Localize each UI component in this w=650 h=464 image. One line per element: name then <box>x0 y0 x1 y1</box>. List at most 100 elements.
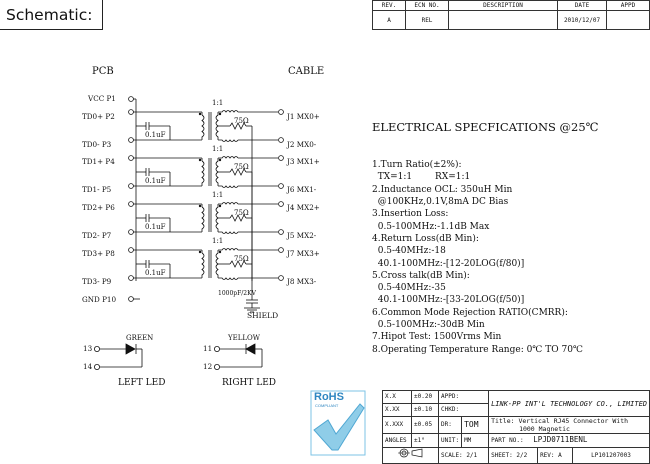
doc-number: LP101207003 <box>572 447 650 464</box>
description-header: DESCRIPTION <box>448 0 558 11</box>
pin-label-j4: J4 MX2+ <box>287 203 320 212</box>
rev-label: REV: <box>540 451 555 459</box>
right-pin-circle <box>278 137 284 143</box>
tol-x-val: ±0.20 <box>411 390 439 404</box>
secondary-coil <box>215 112 219 140</box>
tol-xx: X.XX <box>382 403 412 417</box>
spec-line: 0.5-100MHz:-30dB Min <box>372 320 485 331</box>
title-value-2: 1000 Magnetic <box>519 425 570 433</box>
scale-value: 2/1 <box>466 451 478 459</box>
res-label-4: 75Ω <box>234 255 249 263</box>
ecn-header: ECN NO. <box>405 0 449 11</box>
magnetics-schematic <box>128 96 284 313</box>
cap-label-4: 0.1uF <box>145 269 166 277</box>
led-pin-13: 13 <box>83 344 93 353</box>
left-pin-circle <box>128 229 134 235</box>
resistor <box>229 214 247 222</box>
spec-line: 40.1-100MHz:-[12-20LOG(f/80)] <box>372 258 525 269</box>
part-label: PART NO.: <box>491 437 524 444</box>
led11-pin-circle <box>213 345 220 352</box>
date-cell: 2010/12/07 <box>557 10 607 30</box>
sheet-label: SHEET: <box>491 451 513 459</box>
spec-line: 4.Return Loss(dB Min): <box>372 233 479 244</box>
primary-coil <box>201 114 205 140</box>
primary-coil <box>201 160 205 186</box>
led14-pin-circle <box>93 364 100 371</box>
spec-line: 2.Inductance OCL: 350uH Min <box>372 184 513 195</box>
res-label-1: 75Ω <box>234 117 249 125</box>
rev-cell: A <box>372 10 406 30</box>
green-led-label: GREEN <box>126 334 154 342</box>
left-pin-circle <box>128 275 134 281</box>
cap-label-3: 0.1uF <box>145 223 166 231</box>
right-pin-circle <box>278 247 284 253</box>
scale-label: SCALE: <box>441 451 463 459</box>
choke-coil <box>218 248 239 251</box>
polarity-dot <box>198 204 202 208</box>
company-name: LINK-PP INT'L TECHNOLOGY CO., LIMITED <box>488 390 650 417</box>
appd-field: APPD: <box>437 390 490 404</box>
choke-coil <box>218 185 239 188</box>
unit-label: UNIT: <box>437 433 463 448</box>
chkd-field: CHKD: <box>437 403 490 417</box>
polarity-dot <box>218 250 222 254</box>
dr-value: TOM <box>461 416 490 434</box>
pin-label-p4: TD1+ P4 <box>82 157 115 166</box>
pin-label-j5: J5 MX2- <box>287 231 317 240</box>
gnd-pin-circle <box>128 296 134 302</box>
appd-cell <box>606 10 650 30</box>
rev-value: A <box>558 451 562 459</box>
sheet-value: 2/2 <box>516 451 528 459</box>
res-label-2: 75Ω <box>234 163 249 171</box>
resistor <box>229 260 247 268</box>
secondary-coil <box>215 158 219 186</box>
pcb-label: PCB <box>92 66 114 77</box>
tol-angles-val: ±1° <box>411 433 439 448</box>
left-led-caption: LEFT LED <box>118 378 166 388</box>
led-pin-11: 11 <box>203 344 213 353</box>
title-block: X.X ±0.20 APPD: LINK-PP INT'L TECHNOLOGY… <box>382 390 650 464</box>
pin-label-j1: J1 MX0+ <box>287 112 320 121</box>
led12-pin-circle <box>213 364 220 371</box>
pin-label-j3: J3 MX1+ <box>287 157 320 166</box>
pin-label-j8: J8 MX3- <box>287 277 317 286</box>
pin-label-p7: TD2- P7 <box>82 231 112 240</box>
tol-xx-val: ±0.10 <box>411 403 439 417</box>
choke-coil <box>218 231 239 234</box>
polarity-dot <box>218 158 222 162</box>
specs-heading: ELECTRICAL SPECFICATIONS @25℃ <box>372 119 599 134</box>
polarity-dot <box>198 158 202 162</box>
green-led-symbol <box>125 343 136 355</box>
choke-coil <box>218 277 239 280</box>
right-pin-circle <box>278 109 284 115</box>
pin-label-p3: TD0- P3 <box>82 140 112 149</box>
pin-label-p9: TD3- P9 <box>82 277 112 286</box>
ecn-cell: REL <box>405 10 449 30</box>
tol-xxx-val: ±0.05 <box>411 416 439 434</box>
rohs-subtext: COMPLIANT <box>315 403 339 408</box>
spec-line: 1.Turn Ratio(±2%): <box>372 160 462 171</box>
pin-label-j7: J7 MX3+ <box>287 249 320 258</box>
left-pin-circle <box>128 247 134 253</box>
vcc-pin-circle <box>128 96 134 102</box>
resistor <box>229 168 247 176</box>
rohs-text: RoHS <box>314 391 344 403</box>
appd-header: APPD <box>606 0 650 11</box>
description-cell <box>448 10 558 30</box>
pin-label-p8: TD3+ P8 <box>82 249 115 258</box>
title-value-1: Vertical RJ45 Connector With <box>518 417 629 425</box>
left-pin-circle <box>128 109 134 115</box>
spec-line: 0.5-40MHz:-18 <box>372 246 446 257</box>
cable-label: CABLE <box>288 66 325 77</box>
left-pin-circle <box>128 183 134 189</box>
tol-angles: ANGLES <box>382 433 412 448</box>
spec-line: TX=1:1 RX=1:1 <box>372 172 471 183</box>
choke-coil <box>218 139 239 142</box>
res-label-3: 75Ω <box>234 209 249 217</box>
choke-coil <box>218 110 239 113</box>
spec-line: 8.Operating Temperature Range: 0℃ TO 70℃ <box>372 344 583 355</box>
ratio-label-4: 1:1 <box>212 237 224 245</box>
unit-value: MM <box>461 433 490 448</box>
rohs-logo: RoHS COMPLIANT <box>310 390 366 456</box>
shield-label: SHIELD <box>247 311 279 320</box>
